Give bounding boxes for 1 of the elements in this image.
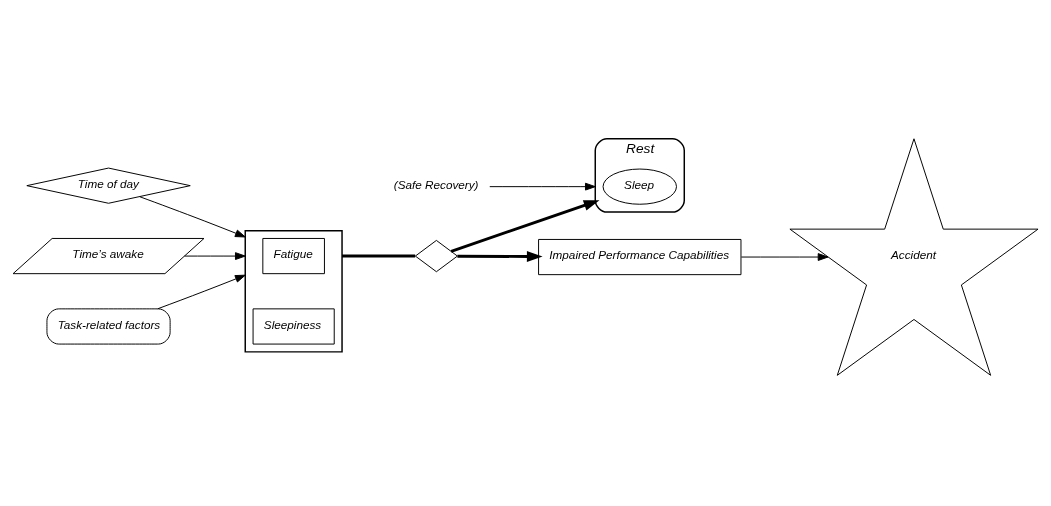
node-text: (Safe Recovery) — [393, 177, 479, 191]
